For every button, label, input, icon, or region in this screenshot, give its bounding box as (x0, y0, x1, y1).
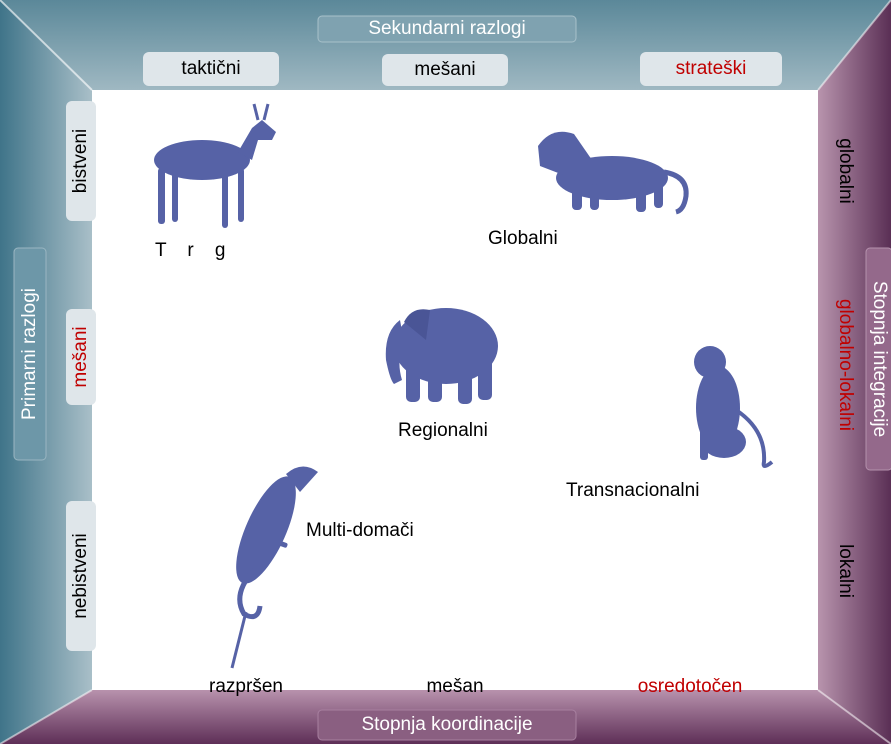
label-trade: T r g (155, 240, 225, 262)
bottom-level-mixed: mešan (400, 672, 510, 702)
label-global: Globalni (488, 228, 558, 250)
left-axis-title: Primarni razlogi (14, 248, 46, 460)
right-level-glocal: globalno-lokalni (831, 270, 859, 460)
top-axis-title: Sekundarni razlogi (318, 16, 576, 42)
label-transnational: Transnacionalni (566, 480, 699, 502)
left-level-nonessential: nebistveni (66, 501, 96, 651)
right-level-local: lokalni (831, 526, 859, 616)
top-level-tactical: taktični (143, 52, 279, 86)
label-multidomestic: Multi-domači (306, 520, 414, 542)
left-level-essential: bistveni (66, 101, 96, 221)
bottom-level-dispersed: razpršen (176, 672, 316, 702)
bottom-axis-title: Stopnja koordinacije (318, 710, 576, 740)
label-regional: Regionalni (398, 420, 488, 442)
top-level-strategic: strateški (640, 52, 782, 86)
left-level-mixed: mešani (66, 309, 96, 405)
right-axis-title: Stopnja integracije (865, 248, 891, 470)
right-level-global: globalni (831, 121, 859, 221)
bottom-level-concentrated: osredotočen (610, 672, 770, 702)
top-level-mixed: mešani (382, 54, 508, 86)
